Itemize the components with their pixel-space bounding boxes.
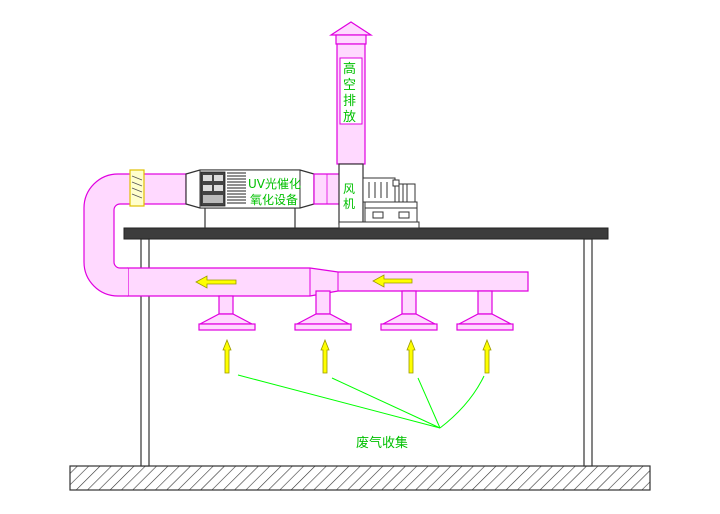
ground-slab (69, 465, 651, 491)
duct-elbow (83, 173, 141, 297)
collection-duct (127, 267, 529, 297)
hood-4 (456, 290, 514, 331)
filter-box (129, 169, 145, 207)
stack-label-char-2: 空 (343, 78, 356, 93)
fan-label-char-2: 机 (343, 197, 355, 211)
intake-arrow-1 (222, 338, 232, 374)
uv-vent-grille (227, 172, 246, 204)
intake-arrow-4 (482, 338, 492, 374)
uv-device: UV光催化 氧化设备 (185, 169, 315, 228)
fan-unit: 风 机 (338, 163, 420, 229)
inlet-duct (139, 173, 187, 205)
leader-lines (237, 374, 485, 429)
uv-device-label-line1: UV光催化 (248, 177, 301, 191)
waste-gas-collection-label: 废气收集 (356, 435, 408, 451)
flow-arrow-1 (195, 275, 237, 289)
hood-2 (294, 290, 352, 331)
stack-label-char-1: 高 (343, 61, 356, 77)
fan-label-char-1: 风 (343, 182, 355, 196)
collection-duct-body (127, 267, 529, 297)
table-top (123, 227, 609, 240)
outlet-duct (313, 173, 341, 205)
motor (394, 183, 416, 203)
exhaust-stack: 高 空 排 放 (328, 21, 374, 165)
intake-arrow-3 (406, 338, 416, 374)
table-leg-right (583, 238, 593, 467)
intake-arrows (222, 338, 492, 374)
hood-1 (198, 295, 256, 331)
flow-arrow-2 (372, 274, 413, 288)
stack-label-char-4: 放 (343, 110, 356, 125)
stack-label-char-3: 排 (343, 94, 356, 109)
flow-arrows (195, 274, 413, 289)
hood-3 (380, 290, 438, 331)
intake-arrow-2 (320, 338, 330, 374)
stack-cap (328, 21, 374, 36)
uv-device-label-line2: 氧化设备 (250, 193, 298, 207)
